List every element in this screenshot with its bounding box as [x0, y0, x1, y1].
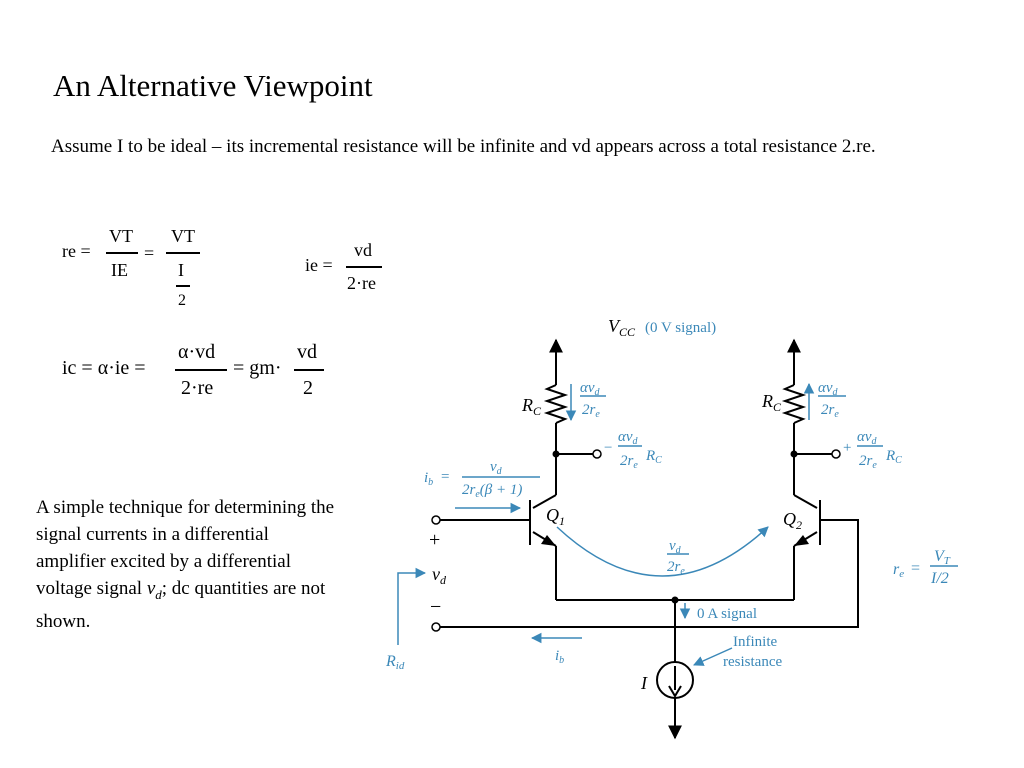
- slide-title: An Alternative Viewpoint: [53, 68, 373, 103]
- q1-label: Q1: [546, 505, 565, 528]
- svg-text:2re(β + 1): 2re(β + 1): [462, 482, 522, 500]
- eq-re-bar2: [166, 252, 200, 254]
- svg-text:+: +: [843, 440, 851, 456]
- zero-a-signal-label: 0 A signal: [697, 606, 757, 622]
- current-source-label: I: [640, 673, 648, 693]
- resistance-label: resistance: [723, 654, 782, 670]
- infinite-label: Infinite: [733, 634, 777, 650]
- svg-text:ib: ib: [424, 470, 433, 488]
- svg-text:2re: 2re: [582, 402, 600, 420]
- q1-emitter-arrow: [541, 535, 556, 546]
- figure-caption: A simple technique for determining the s…: [36, 497, 335, 632]
- svg-text:RC: RC: [645, 448, 662, 466]
- eq-ie-bar: [346, 266, 382, 268]
- eq-ie-lhs: ie =: [305, 255, 333, 275]
- plus-sign: +: [429, 529, 440, 551]
- vcc-note: (0 V signal): [645, 320, 716, 336]
- svg-text:=: =: [441, 469, 449, 485]
- eq-ic-num2: vd: [297, 341, 317, 363]
- plus-input-terminal: [431, 515, 441, 525]
- left-output-terminal: [592, 449, 602, 459]
- rid-label: Rid: [385, 653, 405, 672]
- eq-re-num1: VT: [109, 226, 133, 246]
- q2-label: Q2: [783, 509, 802, 532]
- eq-ic-lhs: ic = α·ie =: [62, 357, 146, 379]
- svg-text:re: re: [893, 561, 904, 580]
- eq-ie-den: 2·re: [347, 273, 376, 293]
- eq-ic-num1: α·vd: [178, 341, 216, 363]
- eq-ic-den2: 2: [303, 377, 313, 399]
- eq-ic-bar1: [175, 369, 227, 371]
- svg-text:−: −: [604, 440, 612, 456]
- svg-text:2re: 2re: [821, 402, 839, 420]
- svg-text:αvd: αvd: [580, 380, 601, 398]
- eq-ic-mid: = gm·: [233, 357, 282, 379]
- signal-annotations: [397, 382, 958, 666]
- q2-emitter-arrow: [794, 535, 809, 546]
- eq-re-bar3: [176, 285, 190, 287]
- svg-text:αvd: αvd: [818, 380, 839, 398]
- eq-re-den2-den: 2: [178, 292, 186, 309]
- eq-re-num2: VT: [171, 226, 195, 246]
- eq-re-den1: IE: [111, 260, 128, 280]
- eq-re-bar1: [106, 252, 138, 254]
- svg-text:2re: 2re: [620, 453, 638, 471]
- svg-text:αvd: αvd: [857, 429, 878, 447]
- circuit-blue-labels: (0 V signal) αvd 2re αvd 2re − αvd 2re R…: [385, 320, 951, 672]
- right-output-terminal: [831, 449, 841, 459]
- svg-text:vd: vd: [490, 459, 503, 477]
- svg-text:VT: VT: [934, 548, 951, 567]
- eq-re-eq: =: [144, 243, 155, 263]
- svg-text:I/2: I/2: [930, 570, 949, 587]
- circuit-labels: VCC RC RC Q1 Q2 + − vd I: [429, 316, 802, 693]
- svg-text:=: =: [911, 560, 920, 577]
- eq-re-lhs: re =: [62, 241, 91, 261]
- svg-text:vd: vd: [669, 538, 682, 556]
- intro-paragraph: Assume I to be ideal – its incremental r…: [51, 136, 876, 157]
- svg-text:αvd: αvd: [618, 429, 639, 447]
- rc-right-label: RC: [761, 391, 782, 414]
- minus-input-terminal: [431, 622, 441, 632]
- current-source-arrow-icon: [668, 685, 682, 698]
- svg-text:RC: RC: [885, 448, 902, 466]
- circuit-wiring: [440, 338, 859, 740]
- minus-sign: −: [430, 596, 441, 618]
- svg-text:2re: 2re: [859, 453, 877, 471]
- svg-text:2re: 2re: [667, 559, 685, 577]
- rc-left-label: RC: [521, 395, 542, 418]
- vcc-label: VCC: [608, 316, 636, 339]
- eq-ic-den1: 2·re: [181, 377, 214, 399]
- eq-ie-num: vd: [354, 240, 372, 260]
- vd-label: vd: [432, 564, 447, 587]
- eq-re-den2-num: I: [178, 260, 184, 280]
- eq-ic-bar2: [294, 369, 324, 371]
- ib-bottom-label: ib: [555, 648, 564, 666]
